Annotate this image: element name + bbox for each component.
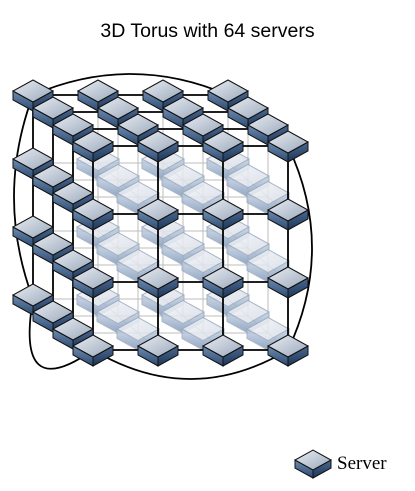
wraparound-link	[13, 94, 34, 300]
server-node	[31, 232, 75, 265]
wraparound-link	[32, 73, 229, 96]
server-node	[201, 198, 245, 231]
server-node	[201, 130, 245, 163]
servers-layer	[11, 79, 310, 367]
server-node	[266, 266, 310, 299]
server-node	[136, 334, 180, 367]
wraparound-link	[287, 145, 313, 351]
server-node	[266, 198, 310, 231]
server-node	[161, 96, 205, 129]
server-node	[136, 198, 180, 231]
diagram-title: 3D Torus with 64 servers	[100, 20, 315, 42]
server-node	[266, 130, 310, 163]
legend-server-glyph	[293, 449, 333, 479]
server-icon	[293, 449, 333, 479]
wraparound-link	[28, 298, 94, 370]
server-node	[266, 334, 310, 367]
server-node	[71, 334, 115, 367]
hidden-server-node	[115, 248, 161, 283]
server-node	[71, 266, 115, 299]
server-node	[201, 334, 245, 367]
server-node	[76, 79, 120, 112]
server-node	[136, 130, 180, 163]
hidden-servers-layer	[75, 146, 291, 351]
server-node	[201, 266, 245, 299]
legend-label: Server	[337, 453, 387, 474]
server-node	[136, 266, 180, 299]
wraparound-link	[92, 349, 289, 380]
server-node	[71, 130, 115, 163]
server-node	[71, 198, 115, 231]
